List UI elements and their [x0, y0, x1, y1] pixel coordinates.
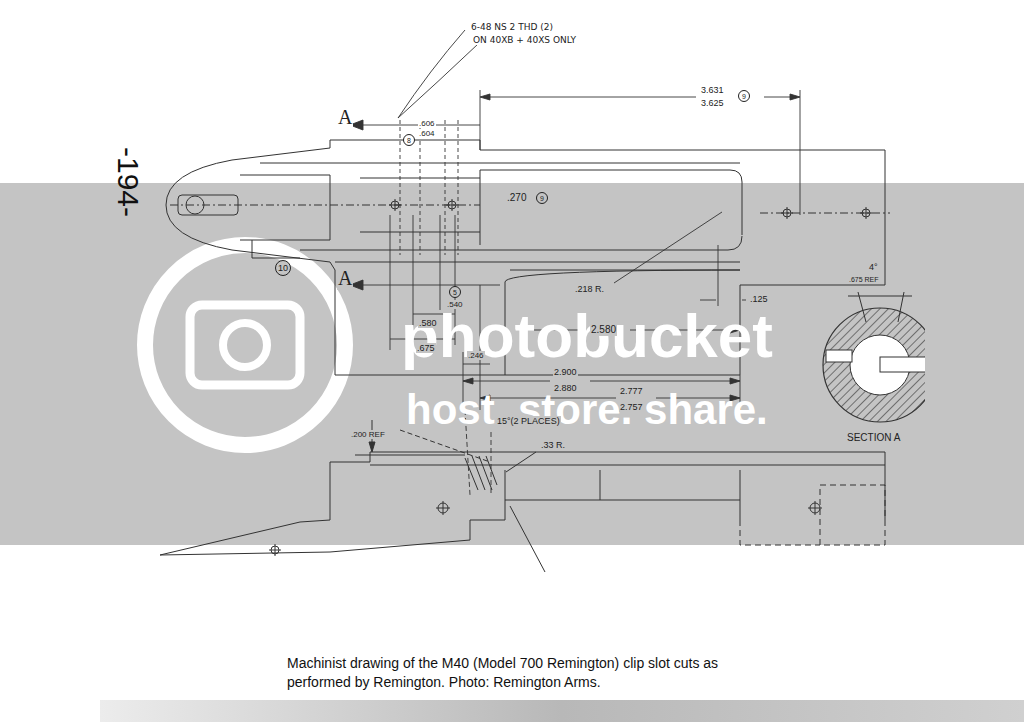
dimension: 3.631 — [700, 85, 725, 95]
dimension-lines — [350, 30, 800, 495]
callout-circle: 9 — [738, 90, 750, 102]
callout-circle: 10 — [275, 260, 291, 276]
dimension: .675 — [416, 343, 436, 353]
thread-note: ON 40XB + 40XS ONLY — [472, 35, 577, 45]
dimension: 2.580 — [590, 324, 617, 336]
callout-number: 5 — [453, 289, 457, 296]
dimension: 2.757 — [619, 402, 644, 412]
callout-number: 8 — [407, 137, 411, 144]
dimension: 2.900 — [553, 367, 578, 377]
radius-note: .33 R. — [540, 440, 566, 450]
figure-caption: Machinist drawing of the M40 (Model 700 … — [286, 654, 768, 692]
scan-strip — [100, 700, 1024, 722]
angle-note: 4° — [868, 262, 879, 272]
dimension: .246 — [467, 351, 485, 360]
watermark-logo — [145, 245, 345, 445]
thread-note: 6-48 NS 2 THD (2) — [470, 22, 554, 32]
callout-number: 9 — [742, 93, 746, 100]
dimension: .606 — [418, 119, 436, 128]
section-mark: A — [337, 106, 353, 129]
top-view — [166, 140, 890, 375]
dimension: .540 — [446, 300, 464, 309]
watermark-band — [0, 183, 1024, 545]
callout-number: 10 — [278, 264, 288, 273]
callout-circle: 5 — [449, 286, 461, 298]
dimension: .218 R. — [574, 284, 605, 294]
callout-circle: 8 — [403, 134, 415, 146]
page-number: -194- — [111, 146, 146, 218]
dimension: .270 — [506, 192, 527, 204]
dimension: .125 — [749, 294, 769, 304]
dimension: .200 REF — [350, 430, 386, 439]
watermark: host. store. share. — [405, 386, 769, 434]
section-title: SECTION A — [846, 432, 901, 444]
section-mark: A — [337, 267, 353, 290]
section-view — [823, 292, 925, 422]
side-view — [160, 420, 885, 572]
callout-circle: 9 — [536, 192, 548, 204]
dimension: .604 — [418, 129, 436, 138]
dimension: 2.880 — [553, 383, 578, 393]
dimension: .580 — [418, 318, 438, 328]
dimension: 2.777 — [619, 386, 644, 396]
watermark: photobucket — [400, 300, 774, 371]
dimension: .675 REF — [848, 276, 880, 284]
angle-note: 15°(2 PLACES) — [496, 416, 561, 426]
dimension: 3.625 — [700, 98, 725, 108]
callout-number: 9 — [540, 195, 544, 202]
